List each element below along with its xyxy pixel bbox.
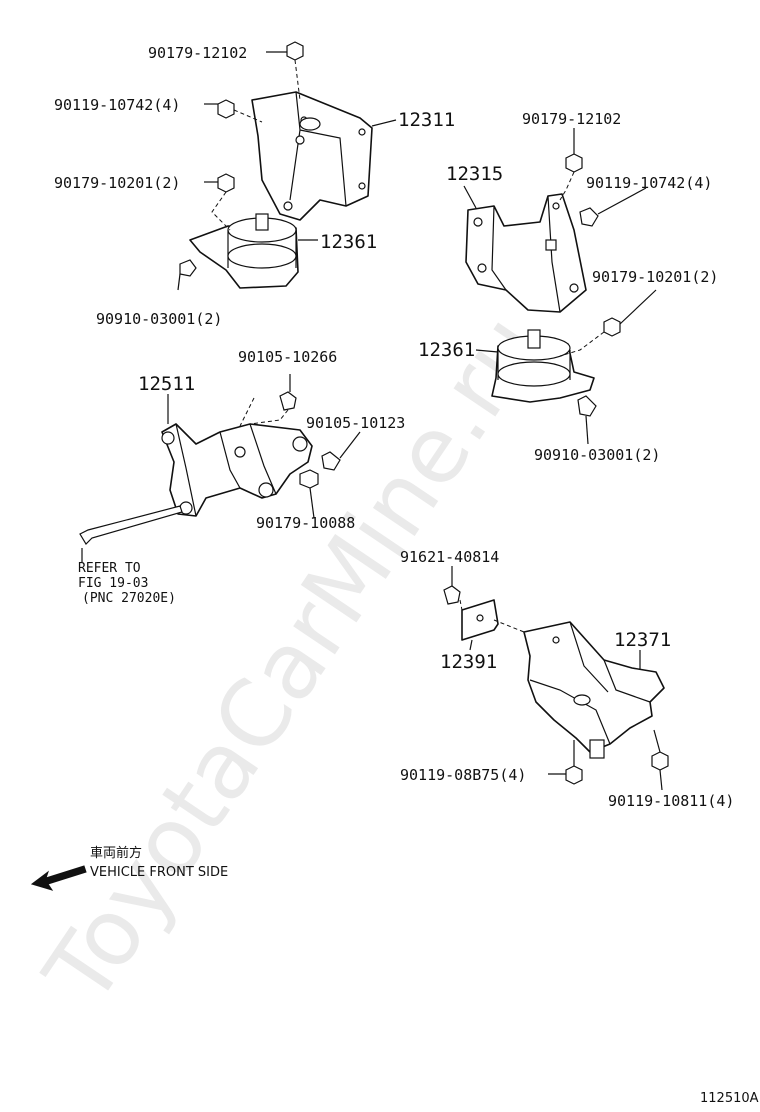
reference-line-1: REFER TO (78, 561, 141, 576)
bolt-lower-left-shape (565, 765, 583, 785)
callout-bolt-lower-left: 90119-08B75(4) (400, 766, 526, 784)
reference-line-3: (PNC 27020E) (82, 591, 176, 606)
bracket-12315-shape (465, 193, 587, 313)
callout-plate-lower: 12391 (440, 651, 497, 673)
callout-bracket-mid: 12511 (138, 373, 195, 395)
nut-left-2-shape (217, 173, 235, 193)
bolt-right-2-shape (577, 395, 597, 417)
nut-top-right-shape (565, 153, 583, 173)
bracket-12371-shape (523, 621, 665, 753)
callout-bolt-top-left: 90119-10742(4) (54, 96, 180, 114)
assembly-lower (443, 566, 669, 791)
assembly-middle (79, 374, 361, 562)
callout-bolt-top-right: 90119-10742(4) (586, 174, 712, 192)
callout-nut-left-2: 90179-10201(2) (54, 174, 180, 192)
arrow-left-icon (30, 865, 87, 891)
callout-insulator-left: 12361 (320, 231, 377, 253)
callout-bolt-mid-1: 90105-10266 (238, 348, 337, 366)
callout-insulator-right: 12361 (418, 339, 475, 361)
assembly-top-left (177, 41, 397, 291)
reference-line-2: FIG 19-03 (78, 576, 148, 591)
bolt-lower-right-shape (651, 751, 669, 771)
bolt-left-2-shape (179, 259, 197, 277)
long-bolt-shape (79, 505, 183, 545)
callout-bolt-right-2: 90910-03001(2) (534, 446, 660, 464)
bolt-top-left-shape (217, 99, 235, 119)
callout-bolt-left-2: 90910-03001(2) (96, 310, 222, 328)
callout-nut-mid: 90179-10088 (256, 514, 355, 532)
callout-nut-right-2: 90179-10201(2) (592, 268, 718, 286)
assembly-top-right (463, 128, 657, 445)
callout-nut-top-right: 90179-12102 (522, 110, 621, 128)
vehicle-front-indicator: 車両前方 VEHICLE FRONT SIDE (30, 845, 228, 891)
callout-bolt-mid-2: 90105-10123 (306, 414, 405, 432)
callout-bracket-lower: 12371 (614, 629, 671, 651)
figure-id: 112510A (700, 1091, 759, 1106)
bracket-12311-shape (251, 91, 373, 221)
callout-nut-top-left: 90179-12102 (148, 44, 247, 62)
bolt-mid-2-shape (321, 451, 341, 471)
nut-top-left-shape (286, 41, 304, 61)
callout-bracket-right: 12315 (446, 163, 503, 185)
bolt-top-right-shape (579, 207, 599, 227)
callout-bolt-lower-right: 90119-10811(4) (608, 792, 734, 810)
nut-right-2-shape (603, 317, 621, 337)
callout-bolt-lower: 91621-40814 (400, 548, 499, 566)
callout-bracket-left: 12311 (398, 109, 455, 131)
bolt-lower-shape (443, 585, 461, 605)
nut-mid-shape (299, 469, 319, 489)
direction-label-jp: 車両前方 (90, 845, 142, 861)
bolt-mid-1-shape (279, 391, 297, 411)
direction-label-en: VEHICLE FRONT SIDE (90, 865, 228, 880)
